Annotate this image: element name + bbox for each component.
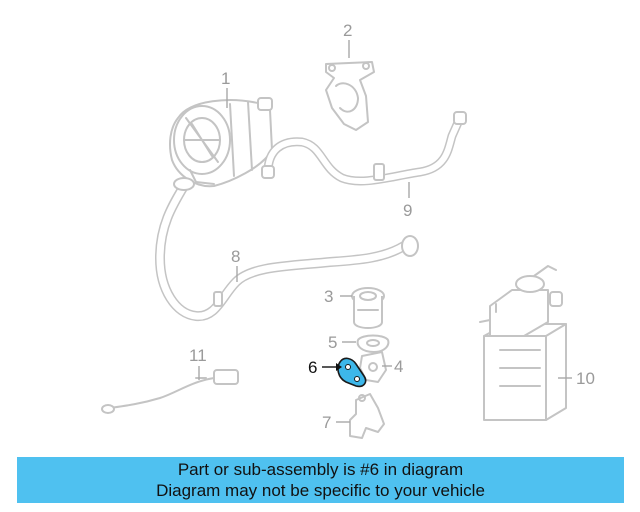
info-banner: Part or sub-assembly is #6 in diagram Di… — [17, 457, 624, 503]
callout-8[interactable]: 8 — [231, 247, 240, 266]
part-1-air-pump[interactable] — [169, 97, 273, 188]
part-6-gasket-highlighted[interactable] — [337, 357, 367, 388]
leader-6-arrowhead — [336, 363, 342, 371]
part-4-flange[interactable] — [359, 351, 387, 383]
part-3-valve[interactable] — [351, 287, 385, 329]
callout-11[interactable]: 11 — [189, 346, 207, 365]
callout-7[interactable]: 7 — [322, 413, 331, 432]
exploded-parts-diagram: 1 2 9 8 3 5 — [101, 21, 595, 439]
callout-3[interactable]: 3 — [324, 287, 333, 306]
callout-6[interactable]: 6 — [308, 358, 317, 377]
callout-1[interactable]: 1 — [221, 69, 230, 88]
part-11-sensor[interactable] — [101, 369, 239, 414]
part-5-gasket[interactable] — [356, 334, 390, 353]
part-2-bracket[interactable] — [325, 61, 375, 131]
callout-10[interactable]: 10 — [576, 369, 595, 388]
callout-4[interactable]: 4 — [394, 357, 403, 376]
banner-line-1: Part or sub-assembly is #6 in diagram — [177, 460, 464, 479]
part-8-hose[interactable] — [155, 177, 419, 322]
banner-line-2: Diagram may not be specific to your vehi… — [156, 481, 485, 500]
callout-9[interactable]: 9 — [403, 201, 412, 220]
callout-2[interactable]: 2 — [343, 21, 352, 40]
part-7-bracket[interactable] — [349, 393, 385, 439]
callout-5[interactable]: 5 — [328, 333, 337, 352]
part-9-hose[interactable] — [261, 111, 467, 186]
part-10-canister[interactable] — [479, 265, 567, 421]
